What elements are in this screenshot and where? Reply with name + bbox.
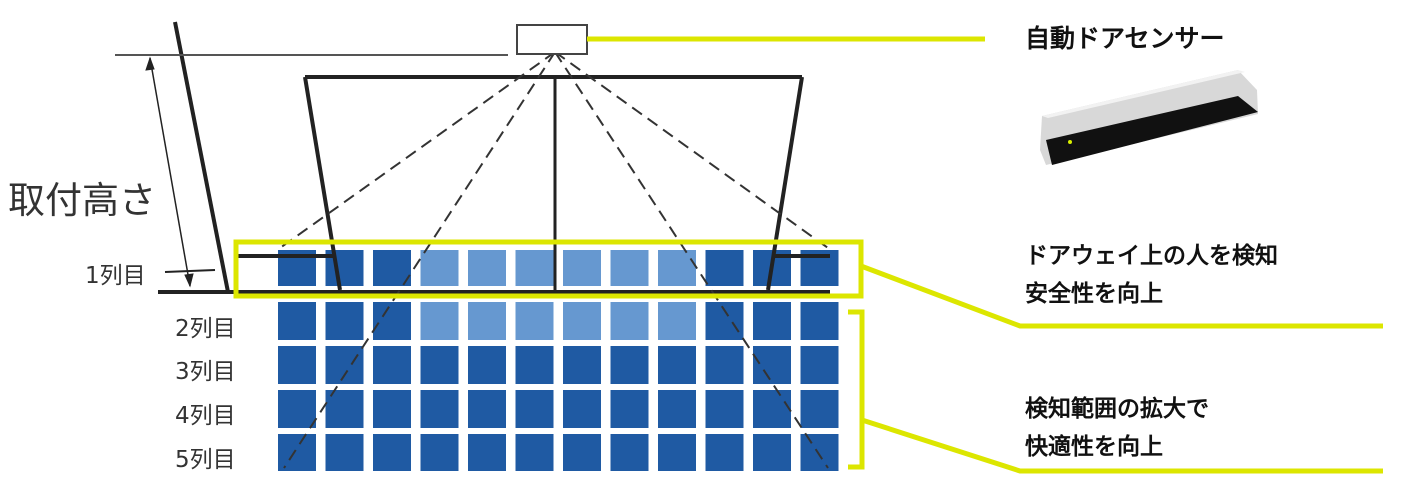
- grid-cell: [800, 434, 839, 471]
- grid-cell: [420, 434, 459, 471]
- grid-cell: [610, 302, 649, 340]
- grid-cell: [420, 302, 459, 340]
- grid-cell: [563, 250, 601, 286]
- grid-cell: [325, 302, 364, 340]
- height-dimension-line: [149, 57, 191, 287]
- range-bracket: [848, 309, 865, 470]
- grid-cell: [325, 434, 364, 471]
- sensor-box: [516, 24, 588, 55]
- grid-cell: [610, 434, 649, 471]
- range-callout-line: [861, 417, 1383, 474]
- row-label-1: 1列目: [85, 263, 146, 289]
- grid-cell: [705, 390, 744, 428]
- grid-cell: [468, 250, 506, 286]
- grid-cell: [753, 346, 791, 384]
- grid-cell: [278, 346, 316, 384]
- grid-cell: [753, 434, 791, 471]
- row1-tick-line: [164, 269, 216, 273]
- grid-cell: [753, 302, 791, 340]
- grid-cell: [515, 250, 554, 286]
- grid-cell: [468, 434, 506, 471]
- row-label-3: 3列目: [175, 359, 236, 385]
- grid-cell: [658, 346, 696, 384]
- grid-cell: [515, 390, 554, 428]
- grid-cell: [278, 434, 316, 471]
- grid-cell: [278, 302, 316, 340]
- grid-cell: [278, 390, 316, 428]
- grid-cell: [800, 346, 839, 384]
- grid-cell: [563, 346, 601, 384]
- grid-cell: [468, 346, 506, 384]
- grid-cell: [373, 390, 411, 428]
- grid-cell: [705, 434, 744, 471]
- doorway-caption-line1: ドアウェイ上の人を検知: [1025, 243, 1278, 269]
- grid-cell: [563, 390, 601, 428]
- grid-cell: [468, 302, 506, 340]
- range-caption-line2: 快適性を向上: [1025, 434, 1163, 460]
- door-wall-line: [173, 21, 230, 293]
- grid-cell: [420, 390, 459, 428]
- mount-height-label: 取付高さ: [8, 179, 156, 222]
- grid-cell: [563, 434, 601, 471]
- grid-cell: [515, 434, 554, 471]
- grid-cell: [800, 390, 839, 428]
- grid-cell: [373, 434, 411, 471]
- grid-cell: [705, 250, 744, 286]
- grid-cell: [658, 250, 696, 286]
- row-label-4: 4列目: [175, 403, 236, 429]
- row-label-5: 5列目: [175, 447, 236, 473]
- range-caption-line1: 検知範囲の拡大で: [1025, 396, 1209, 422]
- detection-beams: [279, 51, 829, 469]
- sensor-product-image: [1040, 70, 1258, 165]
- grid-cell: [515, 346, 554, 384]
- grid-cell: [563, 302, 601, 340]
- grid-cell: [658, 390, 696, 428]
- grid-cell: [705, 302, 744, 340]
- doorway-callout-line: [860, 263, 1383, 329]
- grid-cell: [373, 302, 411, 340]
- grid-cell: [800, 302, 839, 340]
- grid-cell: [373, 346, 411, 384]
- grid-cell: [325, 346, 364, 384]
- detection-grid: [278, 250, 839, 471]
- sensor-title: 自動ドアセンサー: [1025, 24, 1225, 53]
- grid-cell: [468, 390, 506, 428]
- arrow-up-icon: [145, 56, 155, 71]
- doorway-caption-line2: 安全性を向上: [1025, 281, 1163, 307]
- row-label-2: 2列目: [175, 316, 236, 342]
- grid-cell: [420, 346, 459, 384]
- grid-cell: [658, 302, 696, 340]
- arrow-down-icon: [184, 273, 194, 288]
- grid-cell: [420, 250, 459, 286]
- grid-cell: [610, 346, 649, 384]
- grid-cell: [515, 302, 554, 340]
- grid-cell: [705, 346, 744, 384]
- grid-cell: [658, 434, 696, 471]
- row1-highlight-box: [233, 239, 864, 299]
- grid-cell: [610, 250, 649, 286]
- grid-cell: [610, 390, 649, 428]
- door-drawing: [115, 21, 830, 469]
- grid-cell: [373, 250, 411, 286]
- grid-cell: [753, 390, 791, 428]
- callouts: [233, 36, 1383, 474]
